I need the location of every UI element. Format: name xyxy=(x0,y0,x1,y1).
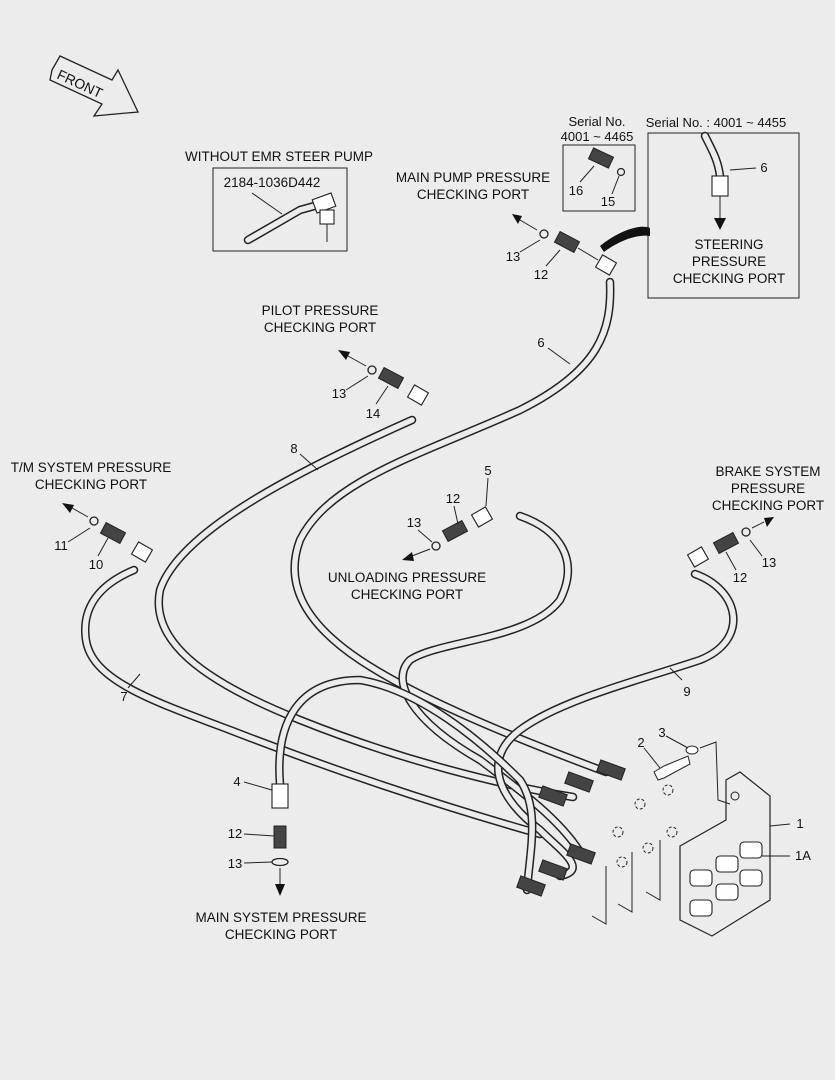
serial-small-callout-16: 16 xyxy=(569,183,583,198)
callout-8-hose: 8 xyxy=(290,441,297,456)
callout-13-brake: 13 xyxy=(762,555,776,570)
serial-small-range: 4001 ~ 4465 xyxy=(561,129,634,144)
callout-5-unloading: 5 xyxy=(484,463,491,478)
callout-9-hose: 9 xyxy=(683,684,690,699)
steering-port-line-1: STEERING xyxy=(694,237,763,252)
callouts: 13 12 6 13 14 8 11 10 7 5 12 13 12 13 9 … xyxy=(54,239,811,871)
brake-port-line-3: CHECKING PORT xyxy=(712,498,824,513)
unloading-port-line-2: CHECKING PORT xyxy=(351,587,463,602)
brake-port-line-1: BRAKE SYSTEM xyxy=(715,464,820,479)
callout-3-washer: 3 xyxy=(658,725,665,740)
tm-port-line-2: CHECKING PORT xyxy=(35,477,147,492)
pilot-port-line-1: PILOT PRESSURE xyxy=(262,303,379,318)
inset-without-emr: WITHOUT EMR STEER PUMP 2184-1036D442 xyxy=(185,149,373,252)
brake-port-line-2: PRESSURE xyxy=(731,481,805,496)
steering-port-line-2: PRESSURE xyxy=(692,254,766,269)
inset-serial-small: Serial No. 4001 ~ 4465 16 15 xyxy=(561,114,636,212)
callout-1a-fittings: 1A xyxy=(795,848,811,863)
front-arrow: FRONT xyxy=(49,55,139,117)
main-system-port-line-1: MAIN SYSTEM PRESSURE xyxy=(195,910,366,925)
callout-12-unloading: 12 xyxy=(446,491,460,506)
main-pump-port-line-2: CHECKING PORT xyxy=(417,187,529,202)
bracket-assembly xyxy=(653,741,771,937)
unloading-port-line-1: UNLOADING PRESSURE xyxy=(328,570,486,585)
serial-large-callout-6: 6 xyxy=(760,160,767,175)
callout-6-hose: 6 xyxy=(537,335,544,350)
serial-large-label: Serial No. : 4001 ~ 4455 xyxy=(646,115,787,130)
serial-small-label: Serial No. xyxy=(568,114,625,129)
callout-10-tm: 10 xyxy=(89,557,103,572)
callout-11-tm: 11 xyxy=(54,538,68,553)
fittings xyxy=(62,214,774,925)
callout-12-main-pump: 12 xyxy=(534,267,548,282)
main-system-port-line-2: CHECKING PORT xyxy=(225,927,337,942)
callout-13-main-pump: 13 xyxy=(506,249,520,264)
callout-12-main-system: 12 xyxy=(228,826,242,841)
main-pump-port-line-1: MAIN PUMP PRESSURE xyxy=(396,170,550,185)
callout-13-main-system: 13 xyxy=(228,856,242,871)
pilot-port-line-2: CHECKING PORT xyxy=(264,320,376,335)
callout-4-main-system: 4 xyxy=(233,774,240,789)
hoses xyxy=(80,277,738,895)
serial-small-callout-15: 15 xyxy=(601,194,615,209)
callout-7-hose: 7 xyxy=(120,689,127,704)
tm-port-line-1: T/M SYSTEM PRESSURE xyxy=(11,460,172,475)
callout-13-pilot: 13 xyxy=(332,386,346,401)
inset-emr-title: WITHOUT EMR STEER PUMP xyxy=(185,149,373,164)
callout-12-brake: 12 xyxy=(733,570,747,585)
steering-port-line-3: CHECKING PORT xyxy=(673,271,785,286)
callout-14-pilot: 14 xyxy=(366,406,380,421)
callout-1-bracket: 1 xyxy=(796,816,803,831)
inset-serial-large: Serial No. : 4001 ~ 4455 6 STEERING PRES… xyxy=(600,115,800,299)
callout-2-bolt: 2 xyxy=(637,735,644,750)
inset-emr-part-number: 2184-1036D442 xyxy=(224,175,321,190)
callout-13-unloading: 13 xyxy=(407,515,421,530)
